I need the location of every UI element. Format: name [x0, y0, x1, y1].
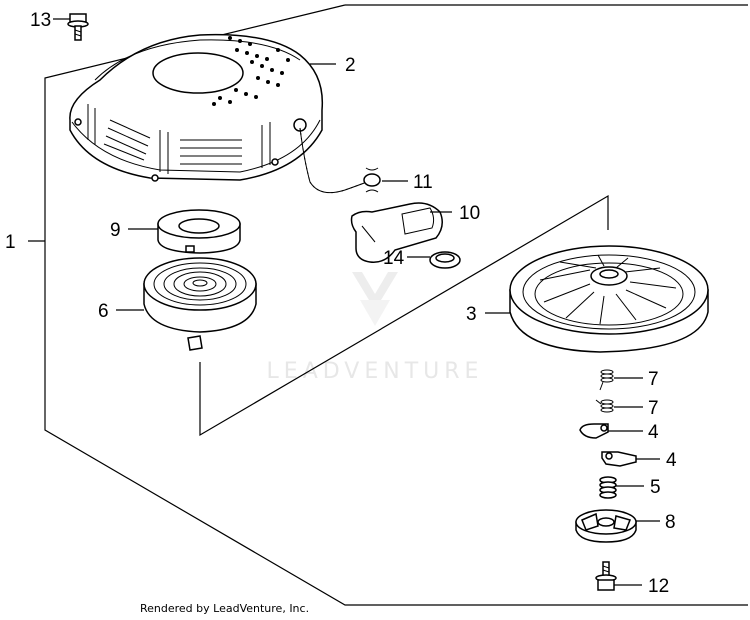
callout-4a: 4: [648, 422, 659, 443]
callout-10: 10: [459, 203, 480, 224]
callout-3: 3: [466, 304, 477, 325]
callout-11: 11: [413, 172, 433, 193]
watermark-text: LEADVENTURE: [267, 359, 484, 384]
callout-13: 13: [30, 10, 51, 31]
friction-spring-5[interactable]: [599, 476, 617, 499]
ratchet-4a[interactable]: [579, 423, 609, 439]
callout-2: 2: [345, 55, 356, 76]
callout-6: 6: [98, 301, 109, 322]
rope-guide-14[interactable]: [429, 251, 461, 269]
callout-14: 14: [383, 248, 405, 269]
callout-7a: 7: [648, 369, 659, 390]
callout-7b: 7: [648, 398, 659, 419]
recoil-spring-6[interactable]: [143, 257, 257, 351]
pawl-spring-7a[interactable]: [599, 369, 614, 391]
flange-bolt-13[interactable]: [67, 13, 89, 41]
leader-lines: [28, 18, 660, 586]
callout-12: 12: [648, 576, 669, 597]
starter-case-2[interactable]: [69, 33, 324, 182]
render-credit: Rendered by LeadVenture, Inc.: [140, 602, 309, 615]
ratchet-4b[interactable]: [601, 451, 637, 467]
callout-9: 9: [110, 220, 121, 241]
starter-grip-10[interactable]: [350, 202, 443, 263]
callout-1: 1: [5, 232, 16, 253]
watermark-logo: [352, 272, 398, 326]
callout-4b: 4: [666, 450, 677, 471]
recoil-reel-3[interactable]: [509, 245, 709, 353]
callout-5: 5: [650, 477, 661, 498]
starter-rope-11[interactable]: [299, 127, 381, 194]
spring-case-9[interactable]: [157, 209, 241, 254]
setting-bolt-12[interactable]: [595, 561, 617, 591]
callout-8: 8: [665, 512, 676, 533]
friction-plate-8[interactable]: [575, 509, 637, 543]
pawl-spring-7b[interactable]: [595, 399, 614, 413]
